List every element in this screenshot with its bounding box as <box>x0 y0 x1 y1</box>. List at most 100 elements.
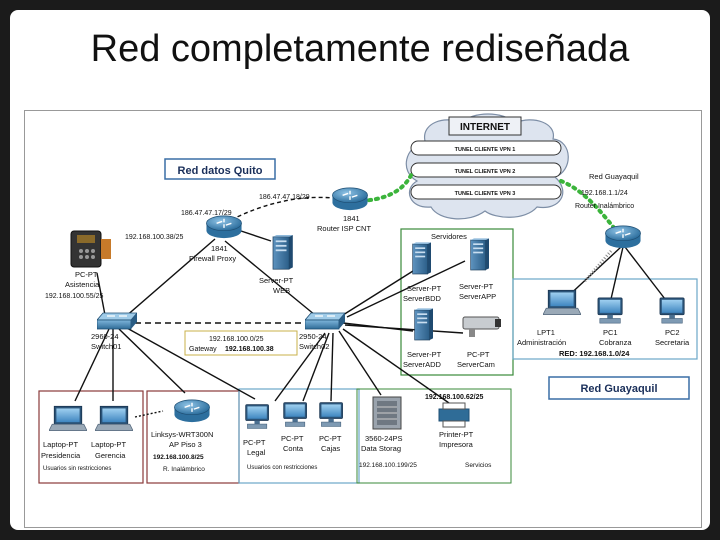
pc-legal-type: PC-PT <box>243 438 266 447</box>
network-diagram: INTERNET TUNEL CLIENTE VPN 1 TUNEL CLIEN… <box>24 110 702 528</box>
laptop-gerencia-type: Laptop-PT <box>91 440 126 449</box>
ap-model: Linksys-WRT300N <box>151 430 213 439</box>
pc-conta-type: PC-PT <box>281 434 304 443</box>
pc-legal-icon <box>245 404 270 429</box>
server-web-name: WEB <box>273 286 290 295</box>
servidores-title: Servidores <box>431 232 467 241</box>
asistencia-name: Asistencia <box>65 280 100 289</box>
gateway-ip: 192.168.100.38 <box>225 346 274 353</box>
switch02-name: Switch02 <box>299 342 329 351</box>
server-add-name: ServerADD <box>403 360 442 369</box>
asistencia-type: PC-PT <box>75 270 98 279</box>
data-storage-icon <box>372 396 402 430</box>
gateway-label: Gateway <box>189 346 217 353</box>
guayaquil-red: RED: 192.168.1.0/24 <box>559 349 630 358</box>
server-app-type: Server-PT <box>459 282 494 291</box>
server-cam-type: PC-PT <box>467 350 490 359</box>
vpn-tunnel-3-label: TUNEL CLIENTE VPN 3 <box>455 191 516 197</box>
switch01-name: Switch01 <box>91 342 121 351</box>
switch01-icon <box>97 312 137 330</box>
vpn-tunnel-2: TUNEL CLIENTE VPN 2 <box>410 162 562 178</box>
laptop-gerencia-icon <box>95 405 133 432</box>
laptop-presidencia-icon <box>49 405 87 432</box>
vpn-link-guayaquil <box>559 179 617 231</box>
pc-legal-name: Legal <box>247 448 266 457</box>
pcs-group-box <box>238 388 360 484</box>
guayaquil-lan-box <box>512 278 698 360</box>
camera-icon <box>462 316 501 337</box>
firewall-name: Firewall Proxy <box>189 254 236 263</box>
laptop-presidencia-type: Laptop-PT <box>43 440 78 449</box>
gateway-box <box>184 330 298 356</box>
servicios-caption: Servicios <box>465 462 492 469</box>
router-isp-ip-right: 186.47.47.18/29 <box>259 194 310 201</box>
pc2-name: Secretaria <box>655 338 690 347</box>
server-bdd-type: Server-PT <box>407 284 442 293</box>
laptops-group-box <box>38 390 144 484</box>
printer-ip: 192.168.100.62/25 <box>425 394 483 401</box>
firewall-wan-ip: 186.47.47.17/29 <box>181 210 232 217</box>
switch02-icon <box>305 312 345 330</box>
pc1-icon <box>597 297 623 324</box>
router-guayaquil-ip: 192.168.1.1/24 <box>581 190 628 197</box>
server-app-name: ServerAPP <box>459 292 496 301</box>
ap-router-icon <box>173 399 211 423</box>
pc-cajas-icon <box>319 402 344 427</box>
printer-type: Printer-PT <box>439 430 474 439</box>
internet-label-box <box>448 116 522 136</box>
laptop-presidencia-name: Presidencia <box>41 451 81 460</box>
vpn-tunnel-1: TUNEL CLIENTE VPN 1 <box>410 140 562 156</box>
router-isp-icon <box>331 187 369 211</box>
printer-icon <box>438 402 470 428</box>
vpn-tunnel-2-label: TUNEL CLIENTE VPN 2 <box>455 169 516 175</box>
asistencia-device-icon <box>70 230 111 268</box>
lpt1-type: LPT1 <box>537 328 555 337</box>
internet-label: INTERNET <box>460 122 510 133</box>
quito-label: Red datos Quito <box>178 165 263 177</box>
cables <box>74 196 666 418</box>
switch02-model: 2950-24 <box>299 332 327 341</box>
ap-ip: 192.168.100.8/25 <box>153 454 204 461</box>
vpn-tunnel-1-label: TUNEL CLIENTE VPN 1 <box>455 147 516 153</box>
server-bdd-icon <box>412 241 431 275</box>
lpt1-name: Administración <box>517 338 566 347</box>
gateway-network: 192.168.100.0/25 <box>209 336 264 343</box>
server-bdd-name: ServerBDD <box>403 294 442 303</box>
router-guayaquil-name: Red Guayaquil <box>589 172 639 181</box>
vpn-tunnel-3: TUNEL CLIENTE VPN 3 <box>410 184 562 200</box>
router-guayaquil-model: Router Inalámbrico <box>575 203 634 210</box>
storage-ip: 192.168.100.199/25 <box>359 462 417 469</box>
router-isp-model: 1841 <box>343 214 360 223</box>
asistencia-ip: 192.168.100.55/25 <box>45 293 103 300</box>
pc1-type: PC1 <box>603 328 618 337</box>
storage-model: 3560-24PS <box>365 434 403 443</box>
server-add-type: Server-PT <box>407 350 442 359</box>
pc-cajas-type: PC-PT <box>319 434 342 443</box>
ap-name: AP Piso 3 <box>169 440 202 449</box>
laptops-caption: Usuarios sin restricciones <box>43 466 111 472</box>
pc2-type: PC2 <box>665 328 680 337</box>
guayaquil-label-box <box>548 376 690 400</box>
pc-cajas-name: Cajas <box>321 444 340 453</box>
server-app-icon <box>470 237 489 271</box>
ap-caption: R. Inalámbrico <box>163 466 205 473</box>
server-web-icon <box>272 235 293 270</box>
pc-conta-icon <box>283 402 308 427</box>
server-add-icon <box>414 307 433 341</box>
pc-conta-name: Conta <box>283 444 304 453</box>
printer-name: Impresora <box>439 440 474 449</box>
slide: Red completamente rediseñada <box>10 10 710 530</box>
lpt1-laptop-icon <box>543 289 581 316</box>
firewall-model: 1841 <box>211 244 228 253</box>
firewall-router-icon <box>205 215 243 239</box>
router-guayaquil-icon <box>604 225 642 249</box>
router-isp-name: Router ISP CNT <box>317 224 371 233</box>
laptop-gerencia-name: Gerencia <box>95 451 126 460</box>
quito-label-box <box>164 158 276 180</box>
server-web-type: Server-PT <box>259 276 294 285</box>
server-cam-name: ServerCam <box>457 360 495 369</box>
pc2-icon <box>659 297 685 324</box>
servicios-group-box <box>356 388 512 484</box>
storage-name: Data Storag <box>361 444 401 453</box>
